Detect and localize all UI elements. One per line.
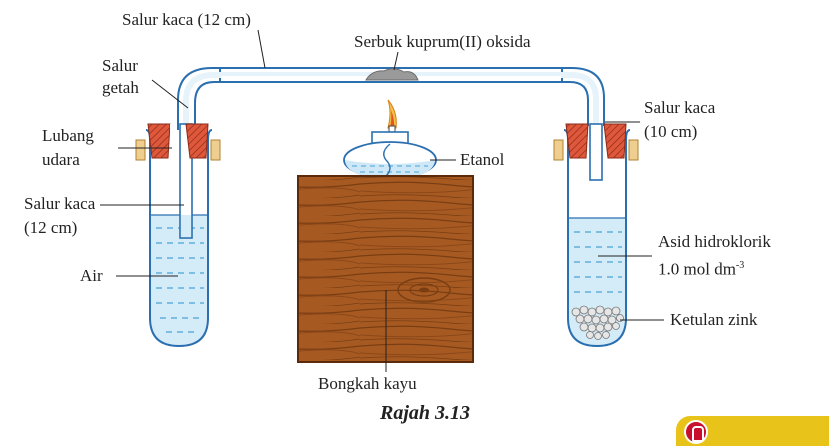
- label-acid-line2: 1.0 mol dm-3: [658, 256, 744, 280]
- left-air-hole: [170, 124, 176, 158]
- copper-oxide-powder: [365, 68, 419, 81]
- label-ethanol: Etanol: [460, 150, 505, 169]
- label-rubber-tube-line1: Salur: [102, 56, 138, 75]
- label-right-glass-tube-line1: Salur kaca: [644, 98, 716, 117]
- label-acid-line1: Asid hidroklorik: [658, 232, 771, 251]
- label-left-glass-tube-line2: (12 cm): [24, 218, 78, 237]
- left-stopper: [135, 123, 221, 161]
- left-test-tube: [145, 129, 213, 348]
- right-test-tube: [563, 129, 631, 348]
- right-rubber-elbow: [560, 67, 605, 126]
- spirit-lamp: [343, 99, 437, 189]
- zinc-granules: [571, 305, 624, 340]
- figure-caption: Rajah 3.13: [380, 402, 471, 424]
- label-acid-exponent: -3: [735, 260, 745, 271]
- label-acid-concentration: 1.0 mol dm: [658, 259, 736, 279]
- label-wood-block: Bongkah kayu: [318, 374, 417, 393]
- label-rubber-tube-line2: getah: [102, 78, 139, 97]
- right-inner-glass-tube: [589, 123, 603, 181]
- right-stopper: [553, 123, 639, 161]
- leader-lines: [100, 29, 664, 372]
- label-copper-oxide: Serbuk kuprum(II) oksida: [354, 32, 531, 51]
- left-rubber-elbow: [177, 67, 222, 130]
- label-right-glass-tube-line2: (10 cm): [644, 122, 698, 141]
- hand-icon: [684, 420, 708, 444]
- label-top-glass-tube: Salur kaca (12 cm): [122, 10, 251, 29]
- label-air-hole-line2: udara: [42, 150, 80, 169]
- corner-badge: [676, 416, 829, 446]
- label-left-glass-tube-line1: Salur kaca: [24, 194, 96, 213]
- label-zinc: Ketulan zink: [670, 310, 758, 329]
- label-air-hole-line1: Lubang: [42, 126, 94, 145]
- label-water: Air: [80, 266, 103, 285]
